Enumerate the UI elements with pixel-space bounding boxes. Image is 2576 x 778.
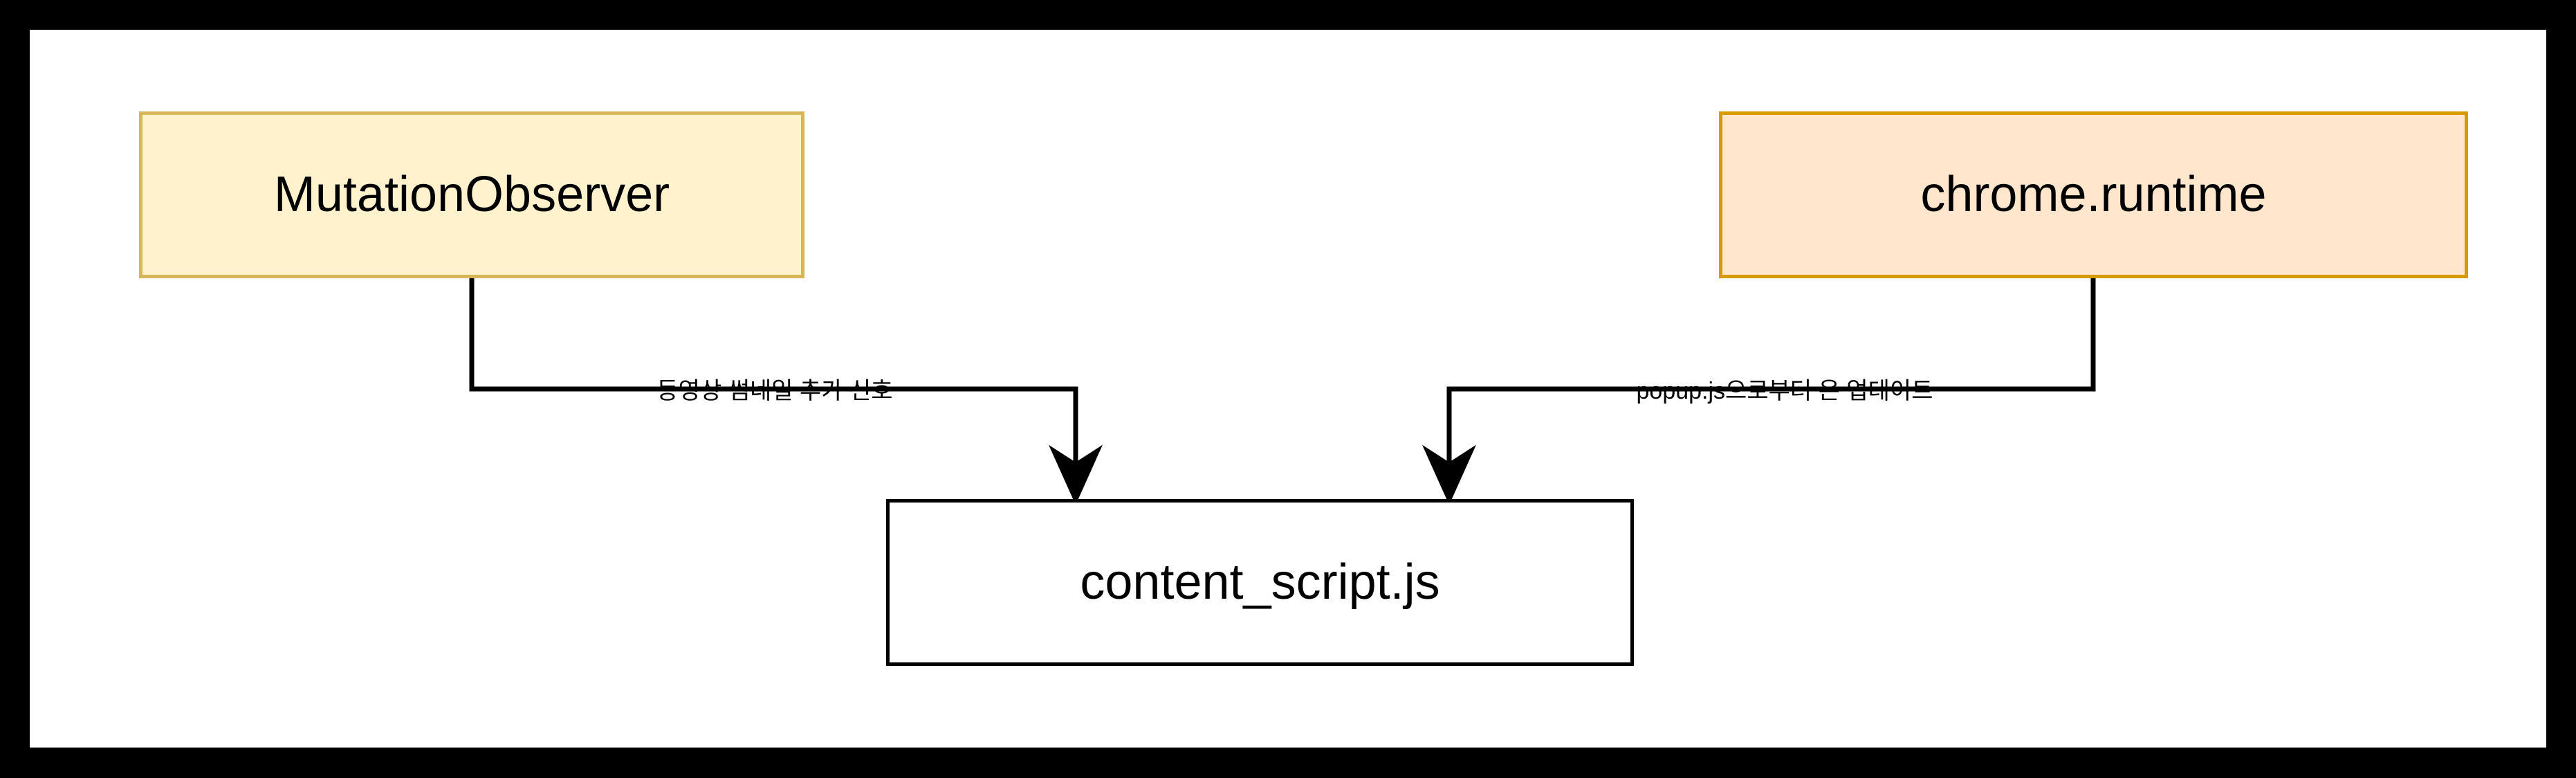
flowchart: MutationObserver chrome.runtime content_…: [30, 30, 2546, 748]
node-content-script[interactable]: content_script.js: [886, 499, 1634, 666]
node-content-script-label: content_script.js: [1080, 554, 1440, 610]
node-mutationobserver[interactable]: MutationObserver: [139, 111, 804, 278]
arrowhead-observer: [1048, 444, 1103, 505]
node-chrome-runtime-label: chrome.runtime: [1920, 166, 2267, 222]
node-chrome-runtime[interactable]: chrome.runtime: [1719, 111, 2468, 278]
edge-label-observer-to-contentscript: 동영상 썸네일 추가 신호: [656, 378, 893, 404]
edge-label-runtime-to-contentscript: popup.js으로부터 온 업데이트: [1636, 378, 1933, 404]
diagram-canvas: MutationObserver chrome.runtime content_…: [30, 30, 2546, 748]
arrowhead-runtime: [1422, 444, 1477, 505]
node-mutationobserver-label: MutationObserver: [273, 166, 670, 222]
